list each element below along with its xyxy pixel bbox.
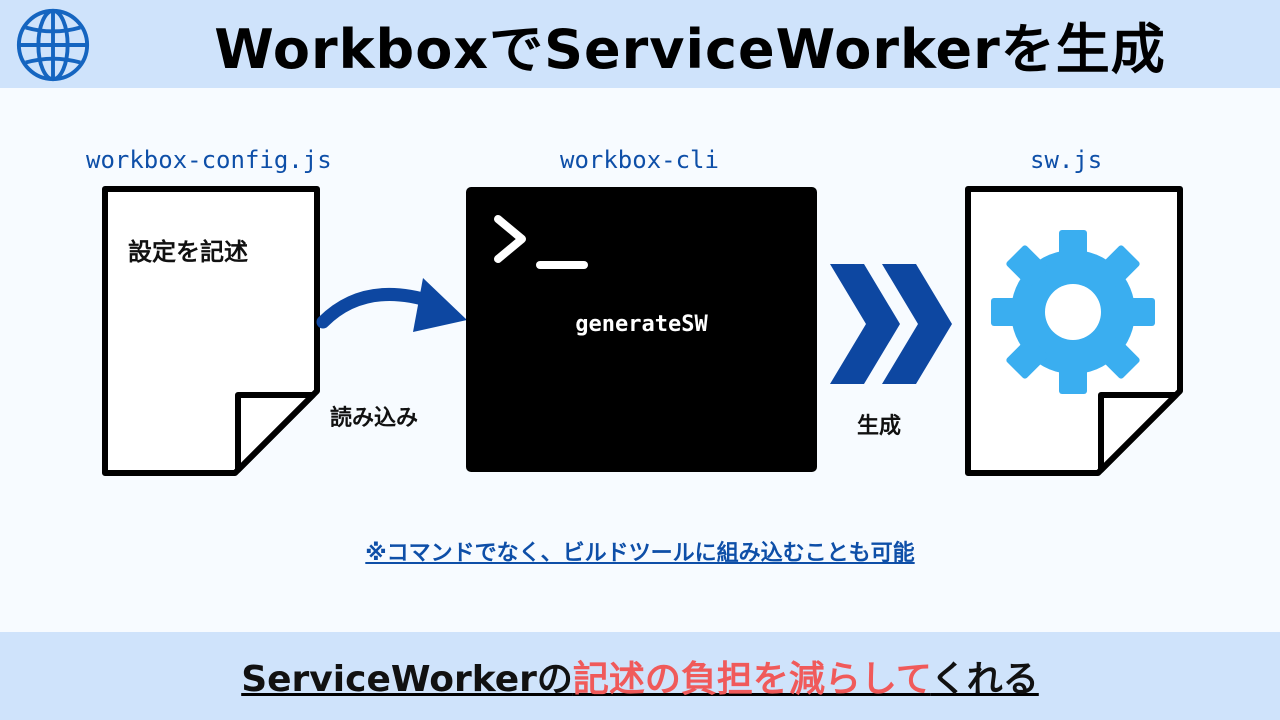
output-file-label: sw.js [1030,146,1103,174]
config-file-label: workbox-config.js [86,146,332,174]
page-title: WorkboxでServiceWorkerを生成 [214,17,1166,81]
curved-arrow-icon [316,278,467,332]
double-chevron-icon [830,264,952,384]
note-text: ※コマンドでなく、ビルドツールに組み込むことも可能 [365,541,915,566]
cli-label: workbox-cli [560,146,719,174]
terminal-command: generateSW [575,312,708,337]
document-icon [102,186,320,476]
footer-part1: ServiceWorkerの [241,659,573,700]
terminal-prompt-icon [494,215,588,269]
footer-bar: ServiceWorkerの記述の負担を減らしてくれる [0,632,1280,720]
generate-caption: 生成 [857,414,902,439]
globe-icon [16,8,90,82]
footer-part3: くれる [930,659,1039,700]
gear-icon [991,230,1155,394]
terminal-window: generateSW [466,187,817,472]
footer-highlight: 記述の負担を減らして [572,659,931,700]
header-bar: WorkboxでServiceWorkerを生成 [0,0,1280,88]
footer-message: ServiceWorkerの記述の負担を減らしてくれる [241,650,1039,702]
read-caption: 読み込み [330,406,419,431]
config-description: 設定を記述 [128,238,248,266]
